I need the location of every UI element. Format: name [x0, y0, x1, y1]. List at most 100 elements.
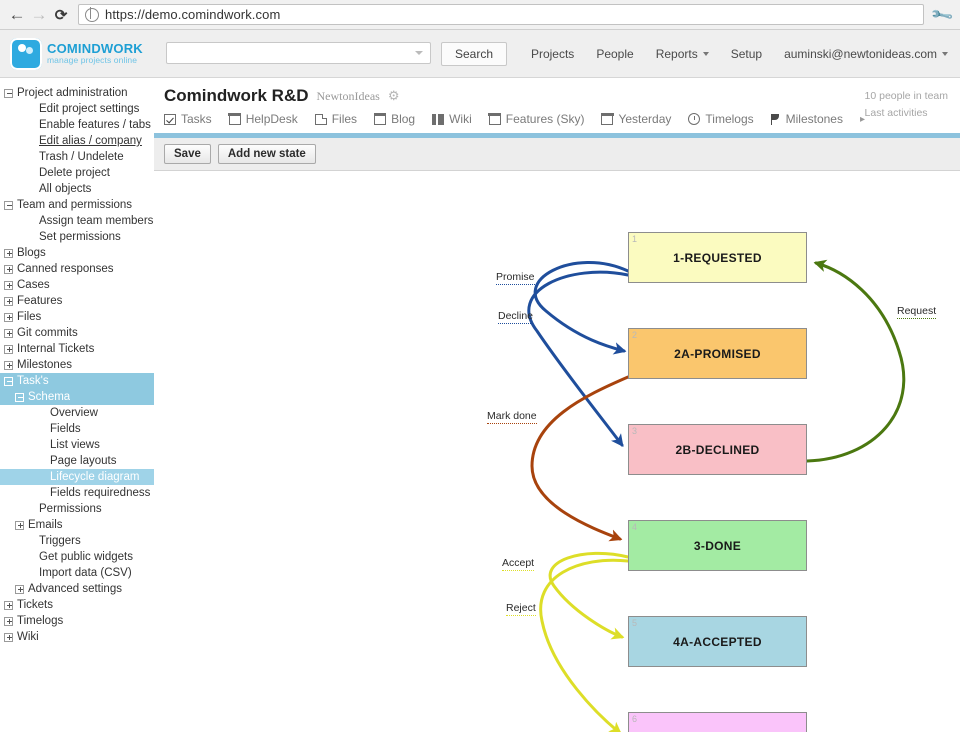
tab-helpdesk[interactable]: HelpDesk [228, 112, 298, 126]
transition-edge[interactable] [548, 551, 630, 640]
sidebar-item-all-objects[interactable]: All objects [0, 181, 154, 197]
sidebar-item-page-layouts[interactable]: Page layouts [0, 453, 154, 469]
nav-reports[interactable]: Reports [656, 47, 709, 61]
search-button[interactable]: Search [441, 41, 508, 66]
sidebar-item-edit-alias-company[interactable]: Edit alias / company [0, 133, 154, 149]
sidebar-item-assign-team-members[interactable]: Assign team members [0, 213, 154, 229]
tab-wiki[interactable]: Wiki [432, 112, 472, 126]
address-bar[interactable]: https://demo.comindwork.com [78, 4, 924, 25]
sidebar-item-wiki[interactable]: Wiki [0, 629, 154, 645]
sidebar-item-task-s[interactable]: Task's [0, 373, 154, 389]
tab-features-sky[interactable]: Features (Sky) [488, 112, 584, 126]
expand-icon[interactable] [4, 248, 13, 258]
expand-icon[interactable] [15, 584, 24, 594]
sidebar-item-edit-project-settings[interactable]: Edit project settings [0, 101, 154, 117]
tab-milestones[interactable]: Milestones [770, 112, 843, 126]
sidebar-item-emails[interactable]: Emails [0, 517, 154, 533]
sidebar-item-fields[interactable]: Fields [0, 421, 154, 437]
sidebar-item-fields-requiredness[interactable]: Fields requiredness [0, 485, 154, 501]
tab-timelogs[interactable]: Timelogs [688, 112, 754, 126]
collapse-icon[interactable] [4, 200, 13, 210]
collapse-icon[interactable] [4, 88, 13, 98]
expand-icon[interactable] [4, 312, 13, 322]
wrench-icon[interactable]: 🔧 [929, 2, 955, 28]
tabs-more-icon[interactable]: ▸ [859, 113, 866, 125]
transition-label-accept[interactable]: Accept [502, 557, 535, 571]
sidebar-item-features[interactable]: Features [0, 293, 154, 309]
sidebar-item-timelogs[interactable]: Timelogs [0, 613, 154, 629]
sidebar-item-trash-undelete[interactable]: Trash / Undelete [0, 149, 154, 165]
sidebar-item-delete-project[interactable]: Delete project [0, 165, 154, 181]
sidebar-item-triggers[interactable]: Triggers [0, 533, 154, 549]
comindwork-logo[interactable]: COMINDWORK manage projects online [10, 37, 150, 70]
forward-arrow-icon[interactable]: → [30, 4, 48, 24]
sidebar-item-canned-responses[interactable]: Canned responses [0, 261, 154, 277]
expand-icon[interactable] [4, 600, 13, 610]
expand-icon[interactable] [4, 264, 13, 274]
sidebar-item-git-commits[interactable]: Git commits [0, 325, 154, 341]
nav-account[interactable]: auminski@newtonideas.com [784, 47, 948, 61]
gear-icon[interactable]: ⚙ [387, 88, 400, 103]
sidebar-item-enable-features-tabs[interactable]: Enable features / tabs [0, 117, 154, 133]
transition-label-reject[interactable]: Reject [506, 602, 536, 616]
sidebar-item-lifecycle-diagram[interactable]: Lifecycle diagram [0, 469, 154, 485]
expand-icon[interactable] [4, 616, 13, 626]
chevron-down-icon[interactable] [415, 50, 423, 55]
sidebar-item-permissions[interactable]: Permissions [0, 501, 154, 517]
last-activities[interactable]: Last activities [864, 107, 928, 119]
sidebar-item-project-administration[interactable]: Project administration [0, 85, 154, 101]
sidebar-item-milestones[interactable]: Milestones [0, 357, 154, 373]
sidebar-item-schema[interactable]: Schema [0, 389, 154, 405]
back-arrow-icon[interactable]: ← [8, 4, 26, 24]
transition-edge[interactable] [530, 375, 630, 542]
nav-people[interactable]: People [596, 46, 634, 61]
sidebar-item-team-and-permissions[interactable]: Team and permissions [0, 197, 154, 213]
sidebar-item-overview[interactable]: Overview [0, 405, 154, 421]
sidebar-item-internal-tickets[interactable]: Internal Tickets [0, 341, 154, 357]
sidebar-item-advanced-settings[interactable]: Advanced settings [0, 581, 154, 597]
transition-edge[interactable] [533, 261, 630, 355]
expand-icon[interactable] [15, 520, 24, 530]
expand-icon[interactable] [4, 328, 13, 338]
sidebar-item-list-views[interactable]: List views [0, 437, 154, 453]
sidebar-item-set-permissions[interactable]: Set permissions [0, 229, 154, 245]
search-input[interactable] [166, 41, 431, 64]
sidebar-item-get-public-widgets[interactable]: Get public widgets [0, 549, 154, 565]
expand-icon[interactable] [4, 360, 13, 370]
state-box-4b-rejected[interactable]: 64B-REJECTED [628, 712, 807, 732]
save-button[interactable]: Save [164, 144, 211, 164]
expand-icon[interactable] [4, 296, 13, 306]
sidebar-item-tickets[interactable]: Tickets [0, 597, 154, 613]
transition-edge[interactable] [539, 558, 630, 732]
transition-label-request[interactable]: Request [897, 305, 937, 319]
nav-projects[interactable]: Projects [530, 46, 575, 61]
tab-tasks[interactable]: Tasks [164, 112, 212, 126]
transition-label-mark-done[interactable]: Mark done [487, 410, 537, 424]
transition-edge[interactable] [527, 270, 630, 448]
collapse-icon[interactable] [4, 376, 13, 386]
expand-icon[interactable] [4, 344, 13, 354]
sidebar-item-cases[interactable]: Cases [0, 277, 154, 293]
tab-yesterday[interactable]: Yesterday [601, 112, 671, 126]
tab-files[interactable]: Files [314, 112, 357, 126]
reload-icon[interactable]: ⟳ [54, 6, 68, 24]
transition-edge[interactable] [805, 259, 906, 463]
sidebar-item-files[interactable]: Files [0, 309, 154, 325]
nav-setup[interactable]: Setup [730, 46, 763, 61]
transition-label-decline[interactable]: Decline [498, 310, 534, 324]
sidebar-item-import-data-csv[interactable]: Import data (CSV) [0, 565, 154, 581]
expand-icon[interactable] [4, 280, 13, 290]
collapse-icon[interactable] [15, 392, 24, 402]
sidebar-item-blogs[interactable]: Blogs [0, 245, 154, 261]
tab-blog[interactable]: Blog [373, 112, 415, 126]
add-new-state-button[interactable]: Add new state [217, 144, 316, 164]
transition-label-promise[interactable]: Promise [496, 271, 535, 285]
expand-icon[interactable] [4, 632, 13, 642]
